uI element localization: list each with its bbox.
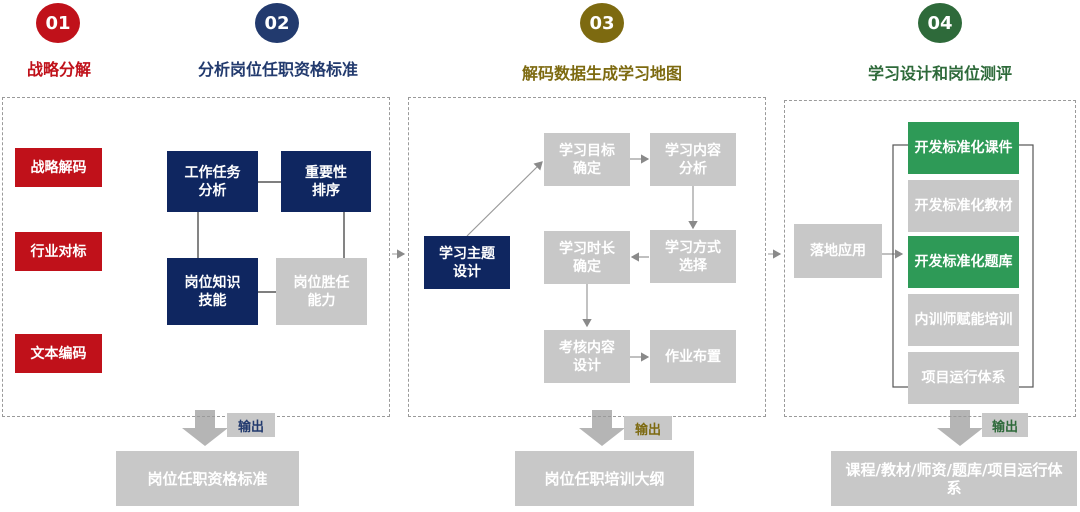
box-std-courseware: 开发标准化课件 — [908, 122, 1019, 174]
box-learning-duration: 学习时长 确定 — [544, 231, 630, 284]
box-apply: 落地应用 — [794, 224, 882, 278]
box-project-system: 项目运行体系 — [908, 352, 1019, 404]
panel-learning-map — [408, 97, 766, 417]
step-title-3: 解码数据生成学习地图 — [521, 64, 682, 83]
step-number-2: 02 — [255, 3, 299, 43]
result-job-standard: 岗位任职资格标准 — [116, 451, 299, 506]
box-learning-method: 学习方式 选择 — [650, 230, 736, 283]
box-text-coding: 文本编码 — [15, 334, 102, 373]
down-arrow-2 — [579, 410, 625, 446]
box-job-knowledge: 岗位知识 技能 — [167, 258, 258, 325]
result-training-outline: 岗位任职培训大纲 — [515, 451, 694, 506]
output-label-1: 输出 — [227, 413, 275, 437]
box-trainer-empower: 内训师赋能培训 — [908, 294, 1019, 346]
step-title-2: 分析岗位任职资格标准 — [197, 60, 358, 79]
box-strategy-decode: 战略解码 — [15, 148, 102, 187]
result-deliverables: 课程/教材/师资/题库/项目运行体系 — [831, 451, 1077, 506]
arrow-theme-goal — [466, 161, 543, 237]
down-arrow-1 — [182, 410, 228, 446]
box-learning-theme: 学习主题 设计 — [424, 236, 510, 289]
box-std-textbook: 开发标准化教材 — [908, 180, 1019, 232]
box-importance-ranking: 重要性 排序 — [281, 151, 371, 212]
box-job-competency: 岗位胜任 能力 — [276, 258, 367, 325]
output-label-2: 输出 — [624, 416, 672, 440]
panel-strategy-analysis — [2, 97, 390, 417]
step-title-1: 战略分解 — [26, 60, 91, 79]
panel-learning-design — [784, 100, 1076, 417]
box-assessment-design: 考核内容 设计 — [544, 330, 630, 383]
down-arrow-3 — [937, 410, 983, 446]
box-industry-benchmark: 行业对标 — [15, 232, 102, 271]
output-label-3: 输出 — [982, 413, 1028, 437]
box-std-question-bank: 开发标准化题库 — [908, 236, 1019, 288]
step-number-4: 04 — [918, 3, 962, 43]
step-number-1: 01 — [36, 3, 80, 43]
step-title-4: 学习设计和岗位测评 — [867, 64, 1012, 83]
box-task-analysis: 工作任务 分析 — [167, 151, 258, 212]
box-content-analysis: 学习内容 分析 — [650, 133, 736, 186]
box-homework: 作业布置 — [650, 330, 736, 383]
step-number-3: 03 — [580, 3, 624, 43]
box-learning-goal: 学习目标 确定 — [544, 133, 630, 186]
